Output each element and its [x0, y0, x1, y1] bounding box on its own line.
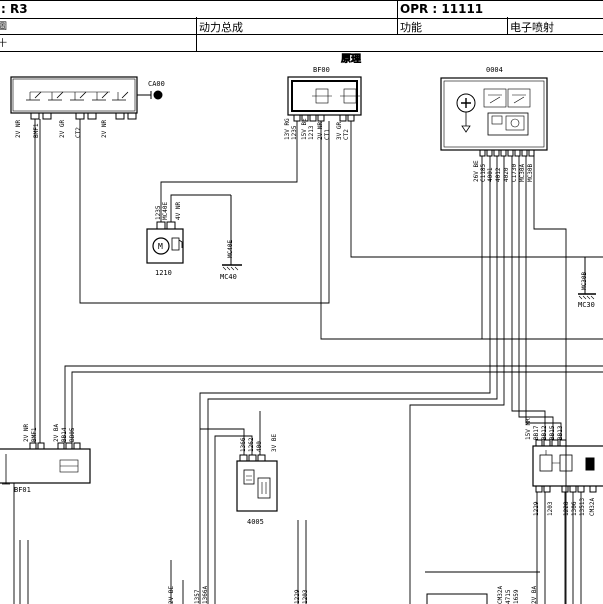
- s4005-pin-1: 1366: [240, 437, 247, 452]
- m1210-pin-1: 1235: [155, 205, 162, 220]
- ecu-pin-6: C1730: [511, 164, 518, 182]
- bf01-pin-5: BB05: [69, 427, 76, 442]
- bf00-pin-7: 3V GR: [336, 122, 343, 140]
- bf01-code: BF01: [14, 486, 31, 494]
- row2-cut-label: 圖: [0, 22, 8, 32]
- bf01-pin-1: 2V NR: [23, 424, 30, 442]
- s4005-pin-2: 1262: [248, 437, 255, 452]
- ecu-pin-3: 4001: [487, 167, 494, 182]
- ground-mc30: MC30B MC30: [578, 257, 596, 309]
- ecu-0004: 0004 26V BE C1185 4001 4012 4020 C1730 M…: [440, 66, 548, 182]
- bf00-pin-5: 2V NR: [317, 122, 324, 140]
- ca00-pin-5: 2V NR: [101, 120, 108, 138]
- wires: [13, 119, 603, 604]
- mc40-label: MC40E: [227, 240, 234, 258]
- relay-pin-3: BB12: [541, 425, 548, 440]
- bf00-pin-8: CT2: [343, 129, 350, 140]
- m1210-code: 1210: [155, 269, 172, 277]
- bottom-pin-2: 1357: [194, 589, 201, 604]
- ecu-pin-1: 26V BE: [473, 160, 480, 182]
- relay-pin-7: 1203: [547, 501, 554, 516]
- motor-1210: M 1235 MC40E 4V NR 1210: [146, 202, 184, 277]
- bottom-wire-labels: 2V BE 1357 1366A 1229 1203 CM32A 4715 16…: [168, 586, 538, 604]
- ground-mc40: MC40E MC40: [220, 195, 242, 281]
- ecu-pin-8: MC30B: [527, 164, 534, 182]
- title-row-3: [0, 34, 603, 52]
- section-title: 原理: [341, 53, 361, 65]
- row3-cut-label: 十: [0, 39, 8, 49]
- bottom-pin-1: 2V BE: [168, 586, 175, 604]
- relay-pin-11: CM32A: [589, 498, 596, 516]
- fusebox-bf01: 2V NR BMF1 2V BA BB14 BB05 BF01: [0, 424, 91, 494]
- ca00-pin-2: BMF1: [33, 123, 40, 138]
- bf00-code: BF00: [313, 66, 330, 74]
- mc30-code: MC30: [578, 301, 595, 309]
- bf01-pin-3: 2V BA: [53, 424, 60, 442]
- mc40-code: MC40: [220, 273, 237, 281]
- ecu-pin-5: 4020: [503, 167, 510, 182]
- m1210-pin-2: MC40E: [162, 202, 169, 220]
- s4005-pin-3: 400: [256, 441, 263, 452]
- sensor-4005: 1366 1262 400 3V BE 4005: [236, 434, 278, 526]
- ecu-pin-4: 4012: [495, 167, 502, 182]
- bf00-pin-6: CT1: [324, 129, 331, 140]
- title-divider-system: [196, 17, 197, 51]
- bottom-pin-9: 2V BA: [531, 586, 538, 604]
- relay-pin-5: BB13: [557, 425, 564, 440]
- svg-text:M: M: [158, 242, 163, 251]
- relay-pin-9: 1306: [571, 501, 578, 516]
- s4005-pin-4: 3V BE: [271, 434, 278, 452]
- ecu-pin-7: MC30A: [519, 164, 526, 182]
- bottom-pin-5: 1203: [302, 589, 309, 604]
- function-value: 电子喷射: [510, 21, 554, 34]
- fusebox-bf00: BF00 13V RG 1235 15V BE 1213 2V NR CT1 3…: [284, 66, 362, 140]
- bottom-pin-3: 1366A: [202, 586, 209, 604]
- operation-number: OPR : 11111: [400, 2, 484, 16]
- bf00-pin-2: 1235: [291, 125, 298, 140]
- title-row-2: [0, 17, 603, 35]
- ca00-pin-3: 2V GR: [59, 120, 66, 138]
- s4005-code: 4005: [247, 518, 264, 526]
- relay-pin-10: 13513: [579, 498, 586, 516]
- title-divider-function: [507, 17, 508, 34]
- relay-pin-1: 15V NR: [525, 418, 532, 440]
- title-row-1: [0, 0, 603, 19]
- ca00-pin-4: CT2: [75, 127, 82, 138]
- drawing-title-block: : R3 OPR : 11111 圖 动力总成 功能 电子喷射 十: [0, 0, 603, 52]
- bf00-pin-3: 15V BE: [301, 118, 308, 140]
- mc30-label: MC30B: [581, 272, 588, 290]
- ca00-code: CA00: [148, 80, 165, 88]
- bottom-pin-6: CM32A: [497, 586, 504, 604]
- relay-pin-2: BB17: [533, 425, 540, 440]
- bottom-pin-7: 4715: [505, 589, 512, 604]
- bf00-pin-4: 1213: [308, 125, 315, 140]
- bf01-pin-4: BB14: [61, 427, 68, 442]
- bottom-pin-4: 1229: [294, 589, 301, 604]
- bottom-pin-8: 1659: [513, 589, 520, 604]
- title-divider-main: [397, 0, 398, 34]
- ecu-0004-code: 0004: [486, 66, 503, 74]
- ca00-pin-1: 2V NR: [15, 120, 22, 138]
- bottom-component: [426, 593, 488, 604]
- ecu-pin-2: C1185: [480, 164, 487, 182]
- m1210-pin-3: 4V NR: [175, 202, 182, 220]
- system-name: 动力总成: [199, 21, 243, 34]
- relay-pin-4: BB15: [549, 425, 556, 440]
- bf00-pin-1: 13V RG: [284, 118, 291, 140]
- bf01-pin-2: BMF1: [31, 427, 38, 442]
- model-label: : R3: [1, 2, 28, 16]
- connector-ca00: CA00 2V NR BMF1 2V GR CT2 2V NR: [10, 76, 165, 138]
- relay-pin-6: 1229: [533, 501, 540, 516]
- function-label: 功能: [400, 21, 422, 34]
- relay-pin-8: 1228: [563, 501, 570, 516]
